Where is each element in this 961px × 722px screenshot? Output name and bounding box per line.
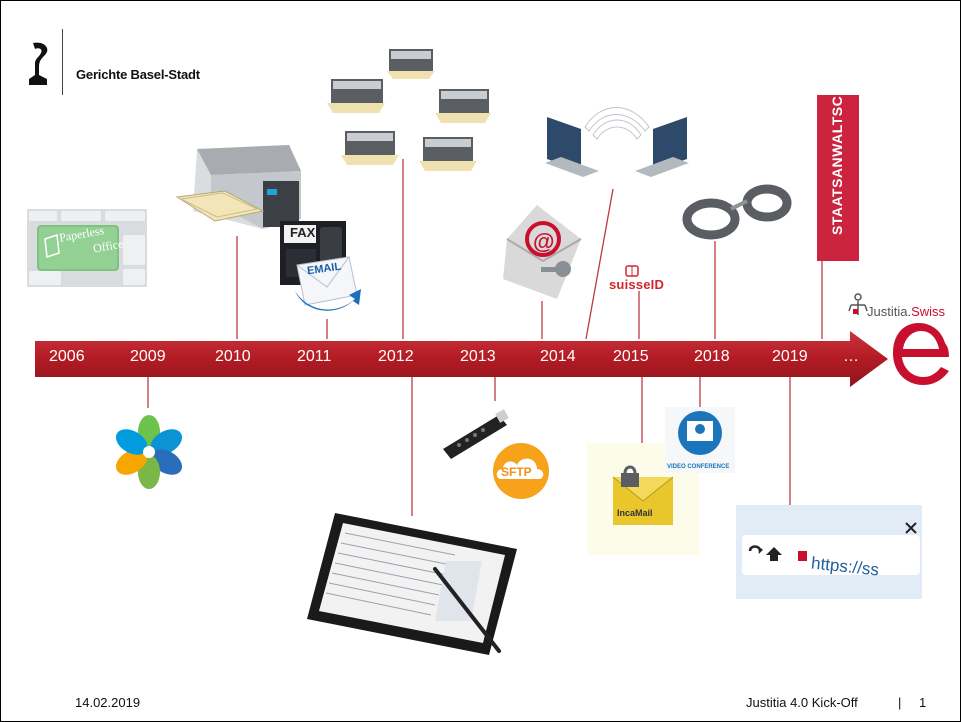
year-2012: 2012	[378, 348, 414, 365]
handcuffs-icon	[682, 184, 792, 240]
stamp-background-icon	[817, 95, 859, 261]
fax-label: FAX	[290, 225, 316, 240]
video-conference-label: VIDEO CONFERENCE	[667, 464, 730, 470]
staatsanwaltschaft-label: STAATSANWALTSCHAFT	[829, 56, 845, 235]
usb-stick-icon	[443, 409, 509, 459]
mini-scanner-5	[419, 137, 477, 171]
mini-scanner-2	[327, 79, 385, 113]
footer-page-number: 1	[919, 695, 927, 710]
incamail-label: IncaMail	[617, 508, 653, 518]
suisseid-label: suisseID	[609, 277, 665, 292]
year-2010: 2010	[215, 348, 251, 365]
header-divider	[62, 29, 63, 95]
year-2009: 2009	[130, 348, 166, 365]
paperless-office-keyboard-icon	[27, 209, 147, 287]
footer-date: 14.02.2019	[75, 695, 141, 710]
email-envelope-icon	[295, 256, 361, 311]
year-2011: 2011	[297, 348, 332, 365]
year-2019: 2019	[772, 348, 808, 365]
year-2013: 2013	[460, 348, 496, 365]
year-2006: 2006	[49, 348, 85, 365]
flower-logo-icon	[115, 415, 183, 489]
year-2018: 2018	[694, 348, 730, 365]
organization-name: Gerichte Basel-Stadt	[76, 67, 200, 82]
year-2015: 2015	[613, 348, 649, 365]
footer-presentation-title: Justitia 4.0 Kick-Off	[746, 695, 858, 710]
mail-lock-icon	[503, 205, 582, 299]
e-logo-icon	[893, 323, 949, 385]
mini-scanner-4	[341, 131, 399, 165]
video-conference-icon	[665, 407, 735, 473]
justitia-label: Justitia.Swiss	[867, 304, 946, 319]
at-symbol: @	[533, 229, 555, 254]
sftp-label: SFTP	[501, 465, 532, 479]
justitia-figure-icon	[848, 293, 868, 315]
browser-https-icon	[736, 505, 922, 599]
year-2014: 2014	[540, 348, 576, 365]
footer-separator: |	[898, 695, 902, 710]
mini-scanner-1	[387, 49, 435, 79]
scanner-icon	[175, 145, 301, 229]
suisseid-chip-icon	[625, 265, 639, 277]
laptop-transfer-icon	[545, 107, 689, 177]
sftp-cloud-icon	[493, 443, 549, 499]
connector-2014-transfer	[585, 188, 614, 340]
timeline-arrow	[35, 331, 888, 387]
year-ellipsis: …	[843, 348, 859, 365]
basel-staff-crest-icon	[29, 42, 48, 85]
tablet-icon	[307, 513, 517, 655]
scanner-group-icon	[327, 49, 491, 171]
mini-scanner-3	[435, 89, 491, 123]
